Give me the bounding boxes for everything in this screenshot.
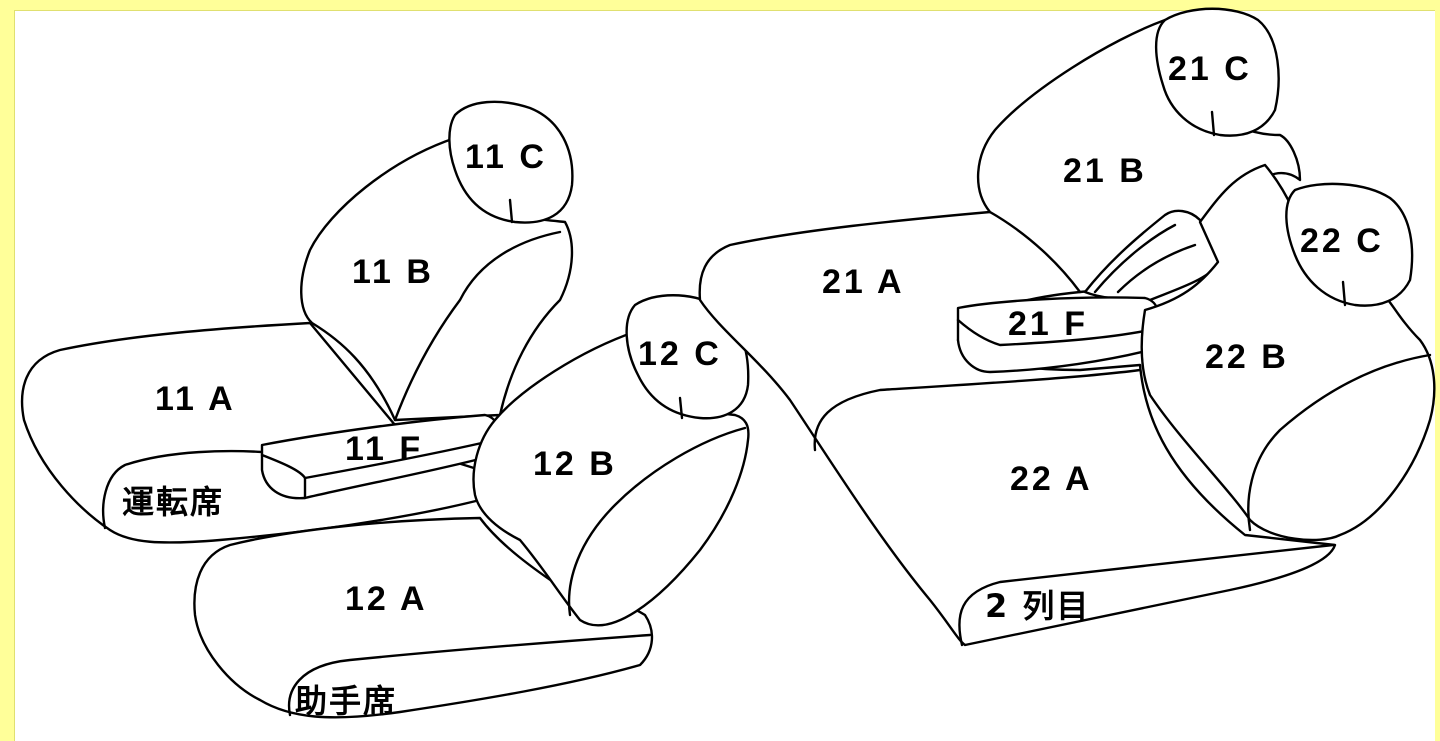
label-11b: 11 B — [352, 253, 434, 291]
label-22a: 22 A — [1010, 460, 1093, 498]
label-second-row: 2 列目 — [985, 587, 1090, 625]
label-21b: 21 B — [1063, 152, 1147, 190]
label-21f: 21 F — [1008, 305, 1088, 343]
label-11f: 11 F — [345, 430, 423, 468]
second-row-headrest-22c — [1285, 182, 1414, 307]
label-11a: 11 A — [155, 380, 236, 418]
driver-seat — [20, 100, 574, 544]
label-21a: 21 A — [822, 263, 905, 301]
label-22b: 22 B — [1205, 338, 1289, 376]
label-22c: 22 C — [1300, 222, 1384, 260]
second-row-seat — [698, 7, 1436, 647]
label-21c: 21 C — [1168, 50, 1252, 88]
label-passenger-seat: 助手席 — [295, 682, 397, 720]
label-driver-seat: 運転席 — [122, 483, 224, 521]
label-12a: 12 A — [345, 580, 428, 618]
label-11c: 11 C — [465, 138, 547, 176]
passenger-seat — [193, 294, 750, 719]
label-12c: 12 C — [638, 335, 722, 373]
second-row-headrest-21c — [1154, 7, 1280, 137]
driver-headrest-11c — [448, 100, 574, 224]
label-12b: 12 B — [533, 445, 617, 483]
